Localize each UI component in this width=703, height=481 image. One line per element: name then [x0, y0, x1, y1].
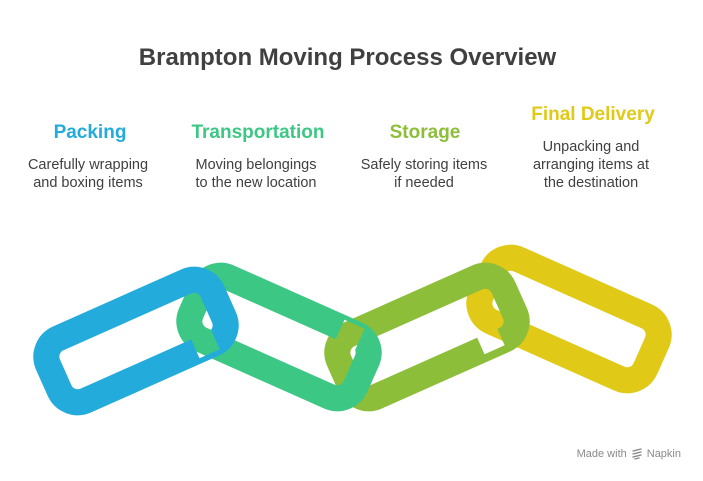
napkin-logo-icon	[631, 448, 643, 460]
step-description-line: Unpacking and	[542, 139, 640, 155]
step-description-storage: Safely storing items if needed	[339, 156, 509, 192]
made-with-credit[interactable]: Made with Napkin	[577, 448, 681, 460]
chain-link-shape	[33, 266, 239, 416]
step-description-line: to the new location	[195, 175, 317, 191]
step-description-packing: Carefully wrapping and boxing items	[3, 156, 173, 192]
chain-link-packing	[33, 266, 239, 416]
credit-brand: Napkin	[646, 448, 681, 460]
step-description-line: the destination	[543, 175, 639, 191]
page-title: Brampton Moving Process Overview	[138, 44, 557, 71]
chain-link-transportation	[176, 262, 382, 412]
step-title-storage: Storage	[389, 122, 461, 143]
chain-link-storage	[324, 262, 530, 412]
step-title-final-delivery: Final Delivery	[531, 104, 655, 125]
step-title-transportation: Transportation	[191, 122, 325, 143]
step-description-line: if needed	[394, 175, 454, 191]
chain-link-shape	[176, 262, 382, 412]
step-description-line: arranging items at	[532, 157, 650, 173]
step-description-line: Safely storing items	[360, 157, 488, 173]
chain-link-shape	[324, 262, 530, 412]
step-description-line: Moving belongings	[195, 157, 317, 173]
credit-prefix: Made with	[576, 448, 627, 460]
step-description-line: Carefully wrapping	[27, 157, 149, 173]
step-description-line: and boxing items	[33, 175, 143, 191]
step-description-transportation: Moving belongings to the new location	[171, 156, 341, 192]
step-description-final-delivery: Unpacking and arranging items at the des…	[506, 138, 676, 192]
step-title-packing: Packing	[53, 122, 127, 143]
